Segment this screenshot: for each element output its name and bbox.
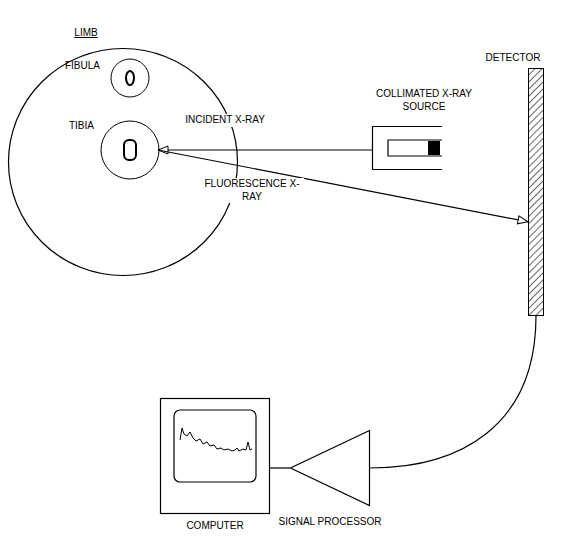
- computer-monitor: COMPUTER: [160, 398, 270, 514]
- ray-connector: [270, 467, 290, 468]
- x-ray-source-shape: [372, 126, 442, 170]
- part-label: COMPUTER: [160, 520, 270, 533]
- part-label: DETECTOR: [478, 52, 548, 65]
- fibula-bone-shape: [110, 58, 150, 98]
- part-label: LIMB: [56, 27, 116, 40]
- signal-processor: SIGNAL PROCESSOR: [290, 430, 370, 506]
- limb-outline: LIMBFIBULATIBIA: [8, 48, 238, 276]
- tibia-bone-shape: [100, 120, 160, 180]
- part-label: SIGNAL PROCESSOR: [275, 516, 385, 529]
- tibia-bone: TIBIA: [100, 120, 160, 180]
- ray-connector: [370, 316, 536, 468]
- ray-connector: [158, 149, 372, 150]
- part-label: COLLIMATED X-RAY SOURCE: [376, 88, 472, 113]
- ray-connector: [158, 150, 528, 222]
- x-ray-source: COLLIMATED X-RAY SOURCE: [372, 126, 442, 170]
- ray-label: FLUORESCENCE X-RAY: [200, 178, 304, 203]
- ray-label: INCIDENT X-RAY: [180, 114, 270, 127]
- part-label: TIBIA: [38, 120, 94, 133]
- part-label: FIBULA: [38, 60, 100, 73]
- fibula-bone: FIBULA: [110, 58, 150, 98]
- limb-outline-shape: [8, 48, 238, 276]
- detector-bar: DETECTOR: [528, 68, 544, 316]
- detector-bar-shape: [528, 68, 544, 316]
- signal-processor-shape: [290, 430, 370, 506]
- computer-monitor-shape: [160, 398, 270, 514]
